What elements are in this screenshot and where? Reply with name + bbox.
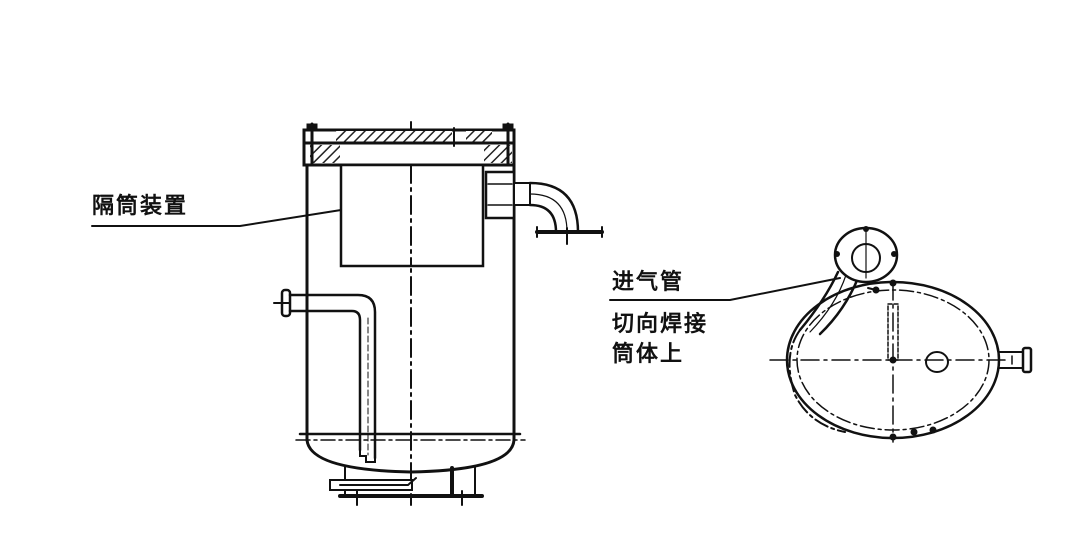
inlet-pipe-label: 进气管 <box>612 270 685 295</box>
tangential-weld-label-line2: 筒体上 <box>612 342 685 367</box>
shell-inner-circle <box>796 289 990 431</box>
elliptical-bottom-head <box>305 438 516 474</box>
bolt-marks <box>872 279 937 441</box>
internal-tube <box>887 303 899 361</box>
inlet-dip-pipe <box>273 288 377 463</box>
baffle-leader-line <box>91 209 342 227</box>
tangential-inlet-pipe <box>788 270 877 433</box>
baffle-device-label: 隔筒装置 <box>92 194 189 219</box>
inlet-flange <box>833 226 899 284</box>
side-nozzle <box>998 346 1033 374</box>
side-section-view <box>91 121 604 506</box>
inlet-leader-line <box>609 277 841 301</box>
top-view <box>609 226 1033 443</box>
center-nozzle <box>925 351 949 373</box>
top-flange-cover <box>302 122 516 167</box>
tangential-weld-label-line1: 切向焊接 <box>612 312 709 337</box>
support-base <box>329 465 484 506</box>
outlet-elbow-pipe <box>484 170 604 245</box>
